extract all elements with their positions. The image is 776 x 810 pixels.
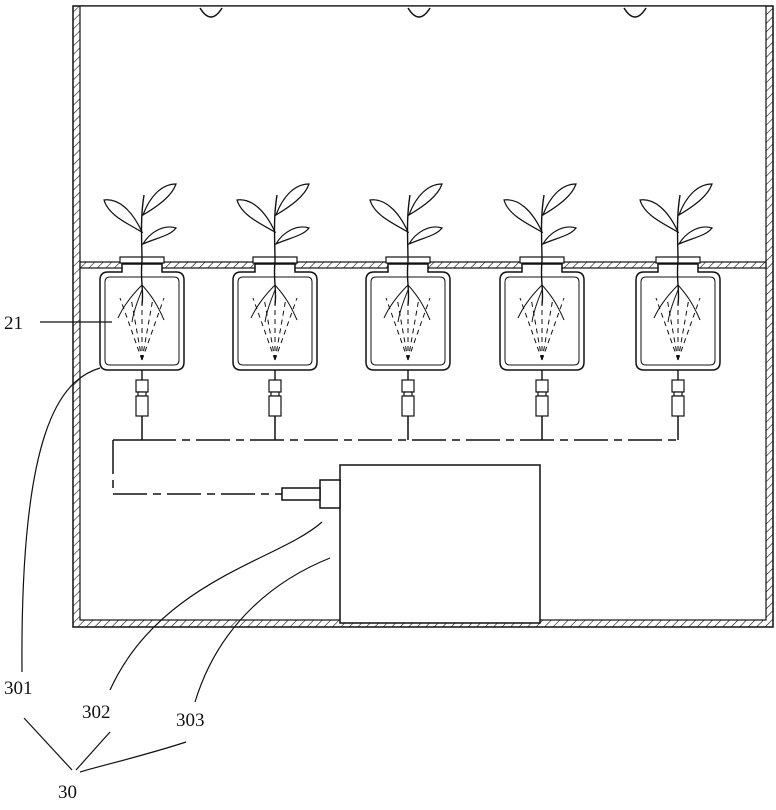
spray-line-5 <box>677 297 701 361</box>
label-30: 30 <box>58 782 77 803</box>
plant-leaf-low <box>141 226 177 246</box>
container-2 <box>232 183 318 417</box>
spray-line-5 <box>407 297 431 361</box>
plant-stem-lower <box>273 261 277 306</box>
plant-leaf-low <box>541 226 577 246</box>
plant-stem-lower <box>140 261 144 306</box>
leader-301 <box>21 367 101 673</box>
spray-line-2 <box>666 297 679 361</box>
plant-roots <box>117 284 165 323</box>
spray-line-2 <box>263 297 276 361</box>
plant-roots <box>653 284 701 323</box>
leader-30-b <box>75 731 111 771</box>
label-301: 301 <box>4 678 33 699</box>
plant-stem-lower <box>540 261 544 306</box>
nozzle-ring <box>403 391 413 397</box>
spray-line-4 <box>274 297 287 361</box>
pipe-network <box>112 416 679 495</box>
leader-303 <box>194 557 331 703</box>
leader-30-a <box>23 717 73 771</box>
nozzle-head <box>135 379 149 393</box>
light-right <box>623 7 647 18</box>
pump-outlet-pipe <box>281 487 321 501</box>
bottle-outer <box>99 263 185 371</box>
plant-roots <box>383 284 431 323</box>
spray-line-4 <box>407 297 420 361</box>
pump-unit <box>281 464 541 624</box>
leader-30-c <box>79 741 187 773</box>
label-303: 303 <box>176 710 205 731</box>
bottle-inner <box>504 276 580 366</box>
spray-line-2 <box>130 297 143 361</box>
bottle-outer <box>499 263 585 371</box>
nozzle-body <box>535 395 549 417</box>
bottle-inner <box>104 276 180 366</box>
plant-roots <box>250 284 298 323</box>
bottle-outer <box>365 263 451 371</box>
plant-leaf-left <box>503 199 544 234</box>
container-5 <box>635 183 721 417</box>
nozzle-ring <box>270 391 280 397</box>
plant-leaf-right <box>274 183 310 217</box>
light-left <box>199 7 223 18</box>
nozzle-body <box>135 395 149 417</box>
bottle-inner <box>237 276 313 366</box>
containers <box>99 183 721 417</box>
plant-roots <box>517 284 565 323</box>
bottle-outer <box>232 263 318 371</box>
container-1 <box>99 183 185 417</box>
reference-labels: 21 301 302 303 30 <box>4 313 205 803</box>
plant-leaf-left <box>103 199 144 234</box>
plant-leaf-right <box>141 183 177 217</box>
light-center <box>407 7 431 18</box>
pump-outlet <box>319 479 341 509</box>
bottle-inner <box>640 276 716 366</box>
spray-line-2 <box>530 297 543 361</box>
plant-leaf-low <box>407 226 443 246</box>
plant-leaf-right <box>677 183 713 217</box>
nozzle-body <box>401 395 415 417</box>
spray-line-5 <box>274 297 298 361</box>
spray-line-4 <box>541 297 554 361</box>
label-21: 21 <box>4 313 23 334</box>
leader-302 <box>109 521 323 691</box>
nozzle-ring <box>673 391 683 397</box>
plant-leaf-left <box>369 199 410 234</box>
bottle-outer <box>635 263 721 371</box>
pipe-down-left <box>112 440 282 495</box>
spray-line-2 <box>396 297 409 361</box>
label-302: 302 <box>82 702 111 723</box>
container-4 <box>499 183 585 417</box>
nozzle-head <box>401 379 415 393</box>
plant-leaf-low <box>274 226 310 246</box>
bottle-inner <box>370 276 446 366</box>
plant-leaf-right <box>541 183 577 217</box>
spray-line-5 <box>141 297 165 361</box>
plant-leaf-low <box>677 226 713 246</box>
nozzle-head <box>671 379 685 393</box>
spray-line-5 <box>541 297 565 361</box>
nozzle-head <box>268 379 282 393</box>
nozzle-body <box>671 395 685 417</box>
plant-leaf-left <box>236 199 277 234</box>
plant-leaf-left <box>639 199 680 234</box>
plant-leaf-right <box>407 183 443 217</box>
nozzle-head <box>535 379 549 393</box>
nozzle-ring <box>137 391 147 397</box>
leader-lines <box>21 321 331 773</box>
spray-line-4 <box>141 297 154 361</box>
pump-body <box>339 464 541 624</box>
container-3 <box>365 183 451 417</box>
plant-stem-lower <box>406 261 410 306</box>
spray-line-4 <box>677 297 690 361</box>
plant-stem-lower <box>676 261 680 306</box>
nozzle-ring <box>537 391 547 397</box>
nozzle-body <box>268 395 282 417</box>
drop-pipes <box>141 416 679 440</box>
